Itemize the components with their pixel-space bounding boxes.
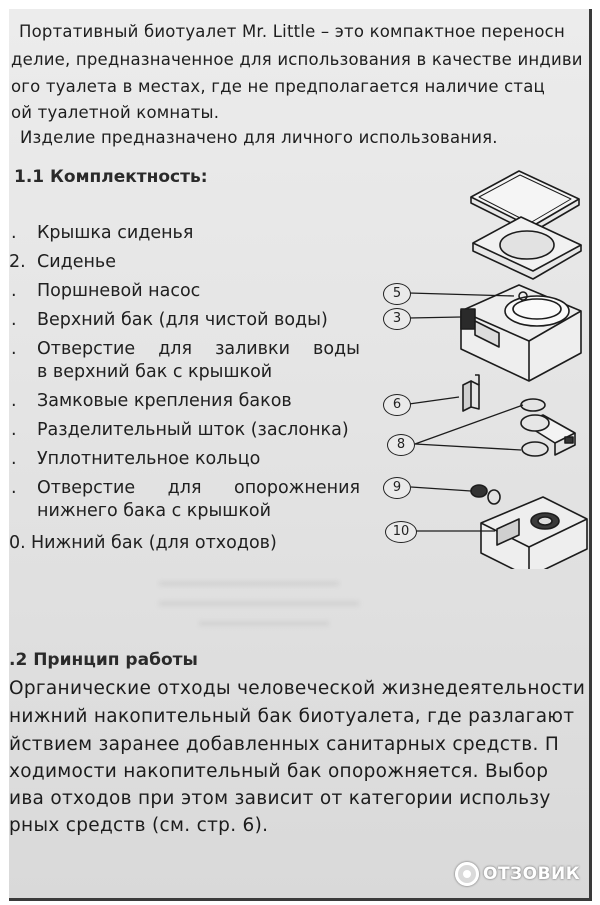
paragraph-line-6: рных средств (см. стр. 6).	[9, 815, 269, 836]
otzovik-logo-icon	[455, 862, 479, 886]
leader-line-5	[408, 292, 515, 297]
list-item: 2. Сиденье	[9, 252, 116, 272]
bleed-through-mark	[159, 581, 339, 586]
leader-line-3	[408, 316, 462, 319]
intro-line-1: Портативный биотуалет Mr. Little – это к…	[19, 22, 565, 41]
item-number: .	[11, 478, 17, 498]
item-word: для	[158, 339, 193, 359]
item-text: Разделительный шток (заслонка)	[37, 420, 349, 440]
leader-line-8a	[414, 404, 524, 445]
watermark-text: ОТЗОВИК	[483, 864, 581, 884]
bleed-through-mark	[199, 621, 329, 626]
section-2-heading: .2 Принцип работы	[9, 650, 198, 670]
item-word: заливки	[215, 339, 290, 359]
item-text: Сиденье	[37, 252, 116, 272]
item-word: для	[167, 478, 202, 498]
item-number: .	[11, 391, 17, 411]
item-word: Отверстие	[37, 339, 136, 359]
callout-10: 10	[385, 521, 417, 543]
item-number: .	[11, 281, 17, 301]
intro-line-5: Изделие предназначено для личного исполь…	[20, 128, 498, 147]
item-text-justified: Отверстие для заливки воды	[37, 339, 360, 359]
item-number: .	[11, 223, 17, 243]
seal-ring-top	[520, 398, 546, 412]
intro-line-4: ой туалетной комнаты.	[11, 103, 220, 122]
drain-cap-shape	[470, 484, 488, 498]
intro-line-2: делие, предназначенное для использования…	[11, 50, 583, 69]
callout-3: 3	[383, 308, 411, 330]
item-word: Отверстие	[37, 478, 136, 498]
callout-8: 8	[387, 434, 415, 456]
item-number: 0.	[9, 533, 26, 553]
callout-6: 6	[383, 394, 411, 416]
item-continuation: в верхний бак с крышкой	[37, 362, 273, 382]
callout-5: 5	[383, 283, 411, 305]
list-item: . Крышка сиденья	[11, 223, 193, 243]
list-item: . Разделительный шток (заслонка)	[11, 420, 349, 440]
paragraph-line-3: йствием заранее добавленных санитарных с…	[9, 734, 560, 755]
item-text: Крышка сиденья	[37, 223, 194, 243]
tank-latch-shape	[462, 380, 472, 412]
item-number: .	[11, 339, 17, 359]
list-item: . Верхний бак (для чистой воды)	[11, 310, 328, 330]
seal-ring-bottom	[521, 441, 549, 457]
item-number: .	[11, 420, 17, 440]
toilet-exploded-diagram	[408, 170, 588, 569]
leader-line-9	[410, 486, 472, 492]
paragraph-line-5: ива отходов при этом зависит от категори…	[9, 788, 551, 809]
item-text: Поршневой насос	[37, 281, 201, 301]
item-word: воды	[313, 339, 360, 359]
bleed-through-mark	[159, 601, 359, 606]
item-text: Уплотнительное кольцо	[37, 449, 261, 469]
list-item: . Отверстие для заливки воды	[11, 339, 360, 359]
piston-pump-shape	[460, 308, 476, 330]
lower-tank-shape	[480, 496, 588, 569]
item-continuation: нижнего бака с крышкой	[37, 501, 271, 521]
intro-line-3: ого туалета в местах, где не предполагае…	[11, 77, 545, 96]
item-number: .	[11, 449, 17, 469]
document-page: Портативный биотуалет Mr. Little – это к…	[9, 9, 592, 901]
item-text: Замковые крепления баков	[37, 391, 292, 411]
leader-line-6	[408, 396, 460, 405]
list-item: . Замковые крепления баков	[11, 391, 292, 411]
item-number: 2.	[9, 252, 26, 272]
list-item: . Поршневой насос	[11, 281, 200, 301]
item-text: Нижний бак (для отходов)	[31, 533, 277, 553]
item-text-justified: Отверстие для опорожнения	[37, 478, 360, 498]
seat-hole-shape	[499, 230, 555, 260]
item-text: Верхний бак (для чистой воды)	[37, 310, 328, 330]
paragraph-line-1: Органические отходы человеческой жизнеде…	[9, 678, 586, 699]
item-word: опорожнения	[234, 478, 360, 498]
list-item: 0. Нижний бак (для отходов)	[9, 533, 277, 553]
leader-line-8b	[414, 443, 522, 451]
list-item: . Уплотнительное кольцо	[11, 449, 260, 469]
paragraph-line-2: нижний накопительный бак биотуалета, где…	[9, 706, 575, 727]
item-number: .	[11, 310, 17, 330]
otzovik-watermark: ОТЗОВИК	[455, 862, 580, 886]
list-item: . Отверстие для опорожнения	[11, 478, 360, 498]
paragraph-line-4: ходимости накопительный бак опорожняется…	[9, 761, 549, 782]
callout-9: 9	[383, 477, 411, 499]
section-1-heading: 1.1 Комплектность:	[14, 167, 208, 187]
